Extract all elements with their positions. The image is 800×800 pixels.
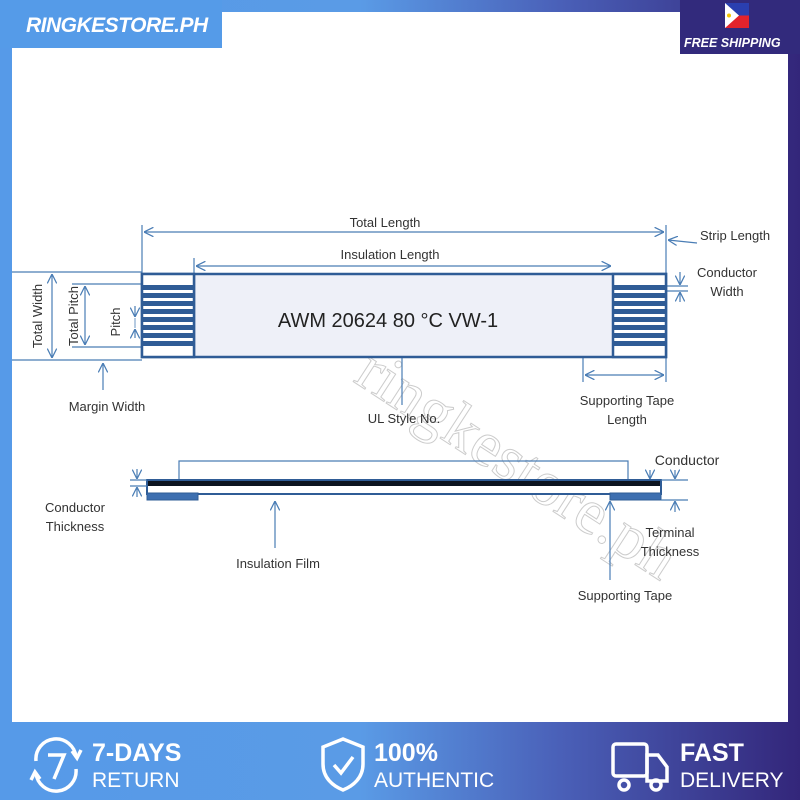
footer-subtitle: RETURN	[92, 769, 180, 792]
conductor-stripe	[143, 325, 194, 330]
conductor-stripe	[614, 317, 665, 322]
footer-title: 100%	[374, 739, 438, 767]
total-length-label: Total Length	[350, 215, 421, 230]
supporting-tape-length-label-2: Length	[607, 412, 647, 427]
ffc-side-view	[130, 460, 688, 580]
logo-text: RINGKESTORE.PH	[26, 14, 208, 37]
conductor-stripe	[614, 293, 665, 298]
conductor-stripe	[614, 341, 665, 346]
terminal-thickness-label-1: Terminal	[645, 525, 694, 540]
conductor-thickness-label-2: Thickness	[46, 519, 105, 534]
free-shipping-text: FREE SHIPPING	[684, 36, 781, 50]
conductor-stripe	[614, 309, 665, 314]
conductor-width-label-1: Conductor	[697, 265, 758, 280]
terminal-thickness-label-2: Thickness	[641, 544, 700, 559]
ffc-top-view	[140, 272, 668, 359]
free-shipping-badge: FREE SHIPPING	[680, 0, 800, 54]
conductor-stripe	[614, 325, 665, 330]
conductor-width-label-2: Width	[710, 284, 743, 299]
total-pitch-label: Total Pitch	[66, 286, 81, 346]
truck-icon	[611, 742, 669, 792]
conductor-label: Conductor	[655, 452, 720, 468]
conductor-stripe	[143, 333, 194, 338]
supporting-tape-label: Supporting Tape	[578, 588, 672, 603]
conductor-stripe	[143, 301, 194, 306]
ul-style-text: AWM 20624 80 °C VW-1	[278, 310, 498, 332]
conductor-stripe	[143, 309, 194, 314]
strip-length-label: Strip Length	[700, 228, 770, 243]
content-panel	[12, 12, 788, 722]
store-logo: RINGKESTORE.PH	[0, 0, 222, 48]
margin-width-label: Margin Width	[69, 399, 146, 414]
supporting-tape-length-label-1: Supporting Tape	[580, 393, 674, 408]
footer-subtitle: AUTHENTIC	[374, 769, 495, 792]
shield-check-icon	[321, 737, 365, 792]
total-width-label: Total Width	[30, 284, 45, 348]
footer-7-days-return: 7-DAYS RETURN	[28, 735, 228, 795]
insulation-film-label: Insulation Film	[236, 556, 320, 571]
footer-subtitle: DELIVERY	[680, 769, 784, 792]
conductor-stripe	[614, 285, 665, 290]
watermark: ringkestore.ph	[344, 333, 691, 593]
conductor-stripe	[143, 293, 194, 298]
conductor-stripe	[143, 317, 194, 322]
conductor-stripe	[614, 301, 665, 306]
conductor-thickness-label-1: Conductor	[45, 500, 106, 515]
conductor-stripe	[143, 285, 194, 290]
footer-100-authentic: 100% AUTHENTIC	[320, 735, 520, 795]
conductor-stripe	[143, 341, 194, 346]
pitch-label: Pitch	[108, 308, 123, 337]
philippines-flag-icon	[725, 3, 749, 28]
insulation-length-label: Insulation Length	[340, 247, 439, 262]
return-7-icon	[29, 737, 83, 793]
ul-style-no-label: UL Style No.	[368, 411, 441, 426]
footer-fast-delivery: FAST DELIVERY	[610, 735, 800, 795]
conductor-stripe	[614, 333, 665, 338]
footer-title: FAST	[680, 739, 744, 767]
footer-title: 7-DAYS	[92, 739, 182, 767]
